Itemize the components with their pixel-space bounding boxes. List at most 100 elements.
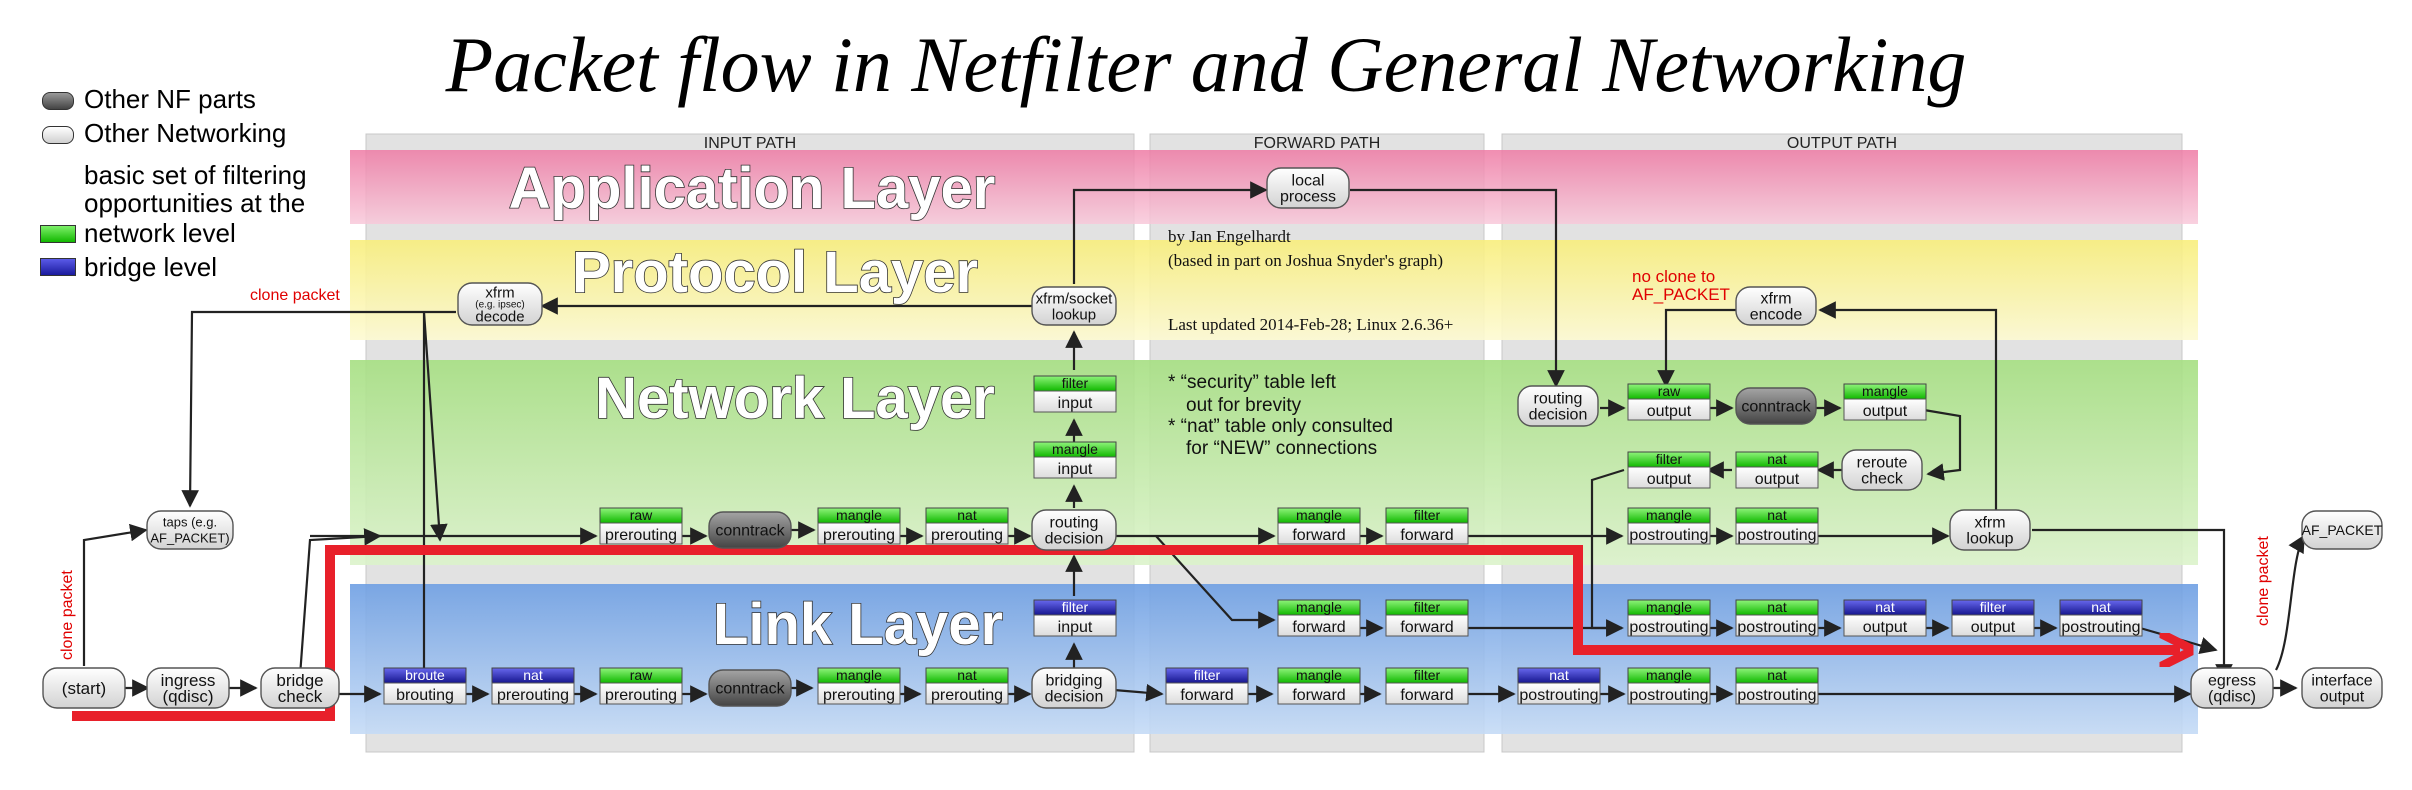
pill-shape: [1517, 385, 1599, 427]
pill-label: decision: [1045, 689, 1104, 706]
pill-label: (qdisc): [2208, 689, 2256, 706]
chain-name: input: [1058, 461, 1093, 478]
pill-label: encode: [1750, 307, 1803, 324]
credits-line2: (based in part on Joshua Snyder's graph): [1168, 251, 1443, 270]
table-box-body: [817, 682, 901, 705]
conntrack-bridge-pill: conntrack: [708, 669, 792, 707]
table-box-body: [1165, 682, 1249, 705]
table-name: nat: [1767, 667, 1787, 683]
pill-label: check: [1861, 471, 1904, 488]
chain-name: output: [1863, 403, 1908, 420]
pill-shape: [1031, 509, 1117, 551]
table-name: nat: [1767, 451, 1787, 467]
pill-label: reroute: [1857, 455, 1908, 472]
table-box-body: [1385, 614, 1469, 637]
start-pill: (start): [42, 667, 126, 709]
chain-name: postrouting: [1629, 687, 1708, 704]
table-name: mangle: [1296, 507, 1342, 523]
table-box-body: [1277, 682, 1361, 705]
table-name: raw: [630, 667, 653, 683]
table-name: filter: [1062, 375, 1089, 391]
pill-label: conntrack: [715, 681, 785, 698]
table-name: mangle: [836, 667, 882, 683]
table-box-net-mangle-input: mangle input: [1033, 441, 1117, 479]
conntrack-input-pill: conntrack: [708, 511, 792, 549]
table-name: raw: [1658, 383, 1681, 399]
link-layer-label: Link Layer: [713, 592, 1003, 657]
table-name: mangle: [1296, 599, 1342, 615]
chain-name: prerouting: [823, 527, 895, 544]
pill-label: output: [2320, 689, 2365, 706]
arrow: [1923, 408, 1962, 481]
table-name: mangle: [1646, 667, 1692, 683]
red-annotations: clone packet clone packet clone packet n…: [59, 267, 2272, 660]
clone-packet-top-label: clone packet: [250, 287, 340, 304]
pill-shape: [1735, 387, 1817, 425]
arrow: [2275, 534, 2305, 671]
protocol-layer-band: [350, 240, 2198, 340]
legend-basic-set-line2: opportunities at the: [84, 188, 306, 218]
pill-label: (start): [62, 679, 106, 698]
table-box-body: [1627, 522, 1711, 545]
pill-label: conntrack: [715, 523, 785, 540]
table-name: nat: [957, 667, 977, 683]
chain-name: brouting: [396, 687, 454, 704]
pill-label: conntrack: [1741, 399, 1811, 416]
xfrm-decode-pill: xfrm(e.g. ipsec)decode: [457, 282, 543, 326]
pill-label: local: [1292, 173, 1325, 190]
pill-shape: [1031, 286, 1117, 326]
legend-basic-set-line1: basic set of filtering: [84, 160, 307, 190]
chain-name: postrouting: [1629, 527, 1708, 544]
clone-packet-right-label: clone packet: [2255, 536, 2272, 626]
pill-shape: [1949, 509, 2031, 551]
table-name: nat: [2091, 599, 2111, 615]
table-box-body: [1277, 614, 1361, 637]
pill-label: decision: [1045, 531, 1104, 548]
table-box-body: [1627, 398, 1711, 421]
arrow: [1818, 301, 1998, 514]
chain-name: postrouting: [1737, 687, 1816, 704]
diagram-title: Packet flow in Netfilter and General Net…: [445, 21, 1967, 108]
table-box-body: [1843, 614, 1927, 637]
table-box-body: [817, 522, 901, 545]
clone-packet-left-label: clone packet: [59, 570, 76, 660]
legend-other-nf-swatch: [42, 92, 74, 110]
pill-shape: [42, 667, 126, 709]
notes: * “security” table left out for brevity …: [1168, 372, 1393, 459]
table-name: nat: [1767, 507, 1787, 523]
credits-line1: by Jan Engelhardt: [1168, 227, 1291, 246]
pill-shape: [146, 510, 234, 550]
pill-shape: [1841, 449, 1923, 491]
pill-label: (e.g. ipsec): [475, 300, 524, 311]
arrow: [1590, 468, 1625, 637]
arrow: [1072, 181, 1268, 284]
table-name: nat: [1549, 667, 1569, 683]
arrow: [1350, 188, 1565, 388]
legend-other-nf: Other NF parts: [84, 84, 256, 114]
notes-line4: for “NEW” connections: [1186, 438, 1377, 459]
arrow: [298, 528, 382, 677]
chain-name: postrouting: [1737, 619, 1816, 636]
no-clone-line1: no clone to: [1632, 267, 1715, 286]
pill-label: bridging: [1046, 673, 1103, 690]
table-name: mangle: [1052, 441, 1098, 457]
table-box-net-mangle-postrouting: mangle postrouting: [1627, 507, 1711, 545]
chain-name: prerouting: [605, 687, 677, 704]
pill-label: bridge: [276, 671, 323, 690]
legend-other-networking-swatch: [42, 126, 74, 144]
pill-shape: [708, 511, 792, 549]
table-name: mangle: [1646, 507, 1692, 523]
